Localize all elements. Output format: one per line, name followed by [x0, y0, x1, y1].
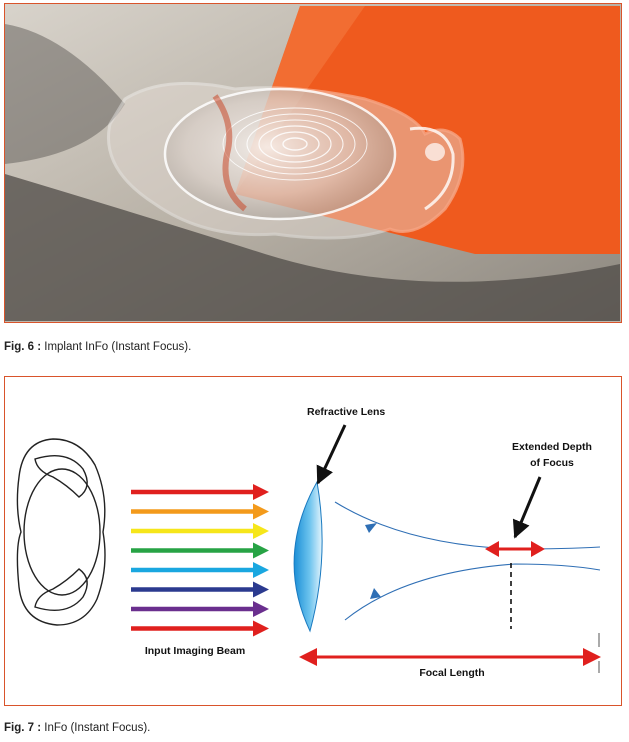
orange-card-highlight [235, 6, 365, 194]
refractive-lens-label: Refractive Lens [307, 406, 385, 418]
focal-length-arrow [299, 633, 601, 673]
upper-ray-arrowhead [365, 523, 377, 533]
extended-depth-arrow [485, 541, 545, 557]
beam-arrow-head [253, 523, 269, 539]
photo-shadow [5, 174, 620, 321]
info-diagram: Refractive Lens Extended Depth of Focus … [4, 376, 622, 706]
focal-length-label: Focal Length [419, 667, 484, 679]
beam-arrow-head [253, 542, 269, 559]
figure-7-caption-text: InFo (Instant Focus). [41, 722, 151, 734]
info-diagram-svg: Refractive Lens Extended Depth of Focus … [16, 406, 601, 679]
extended-depth-label-line2: of Focus [530, 457, 574, 469]
light-rays [334, 501, 601, 621]
lower-ray [344, 563, 601, 621]
beam-arrow-head [253, 484, 269, 500]
beam-arrow-head [253, 562, 269, 578]
figure-6-caption-text: Implant InFo (Instant Focus). [41, 341, 192, 353]
lower-ray-arrowhead [370, 588, 381, 599]
implant-photo-illustration [5, 4, 620, 321]
depth-of-focus-pointer [512, 476, 542, 539]
photo-shadow-left [5, 24, 125, 164]
figure-6-number: Fig. 6 : [4, 341, 42, 353]
haptic-highlight [425, 143, 445, 161]
right-haptic [409, 126, 455, 211]
beam-arrow-head [253, 620, 269, 637]
beam-arrow-head [253, 503, 269, 520]
implant-photo [4, 3, 622, 323]
diffractive-rings [222, 107, 368, 181]
input-beam-label: Input Imaging Beam [145, 645, 245, 657]
orange-reflection [212, 94, 247, 212]
refractive-lens-shape [293, 480, 323, 633]
input-beam-arrows [131, 484, 269, 637]
beam-arrow-head [253, 581, 269, 598]
figure-7-number: Fig. 7 : [4, 722, 42, 734]
figure-7-caption: Fig. 7 : InFo (Instant Focus). [4, 722, 150, 734]
figure-6-caption: Fig. 6 : Implant InFo (Instant Focus). [4, 341, 191, 353]
extended-depth-label-line1: Extended Depth [512, 441, 592, 453]
beam-arrow-head [253, 601, 269, 617]
refractive-lens-pointer [316, 424, 347, 485]
lens-implant-outline [16, 438, 106, 626]
